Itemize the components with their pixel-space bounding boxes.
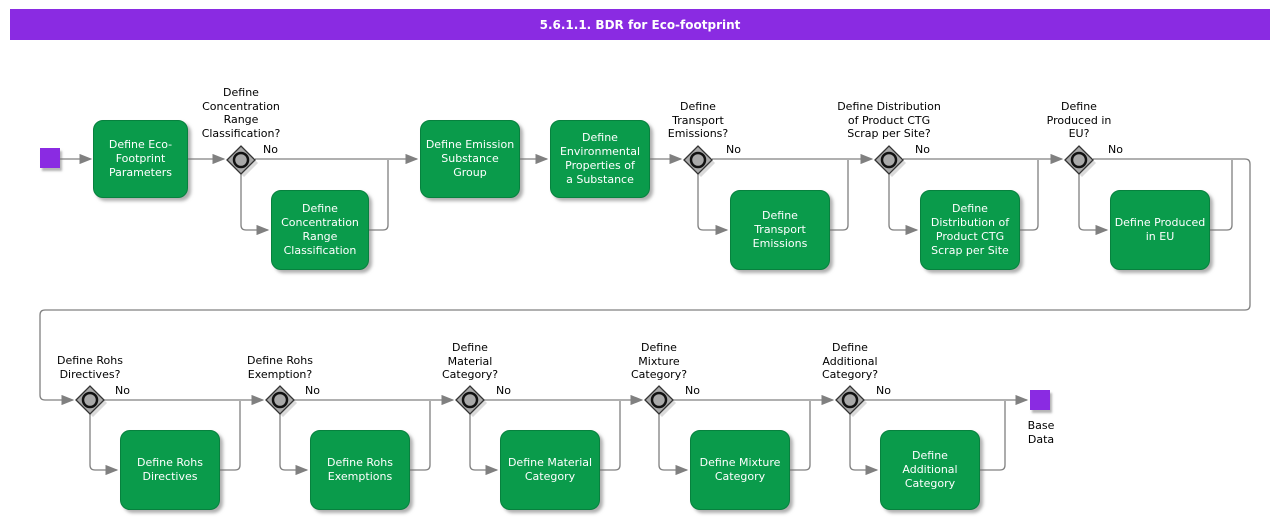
- activity-label: Define Environmental Properties of a Sub…: [559, 131, 641, 186]
- merge-circle-icon: [271, 391, 289, 409]
- edge-q1-yes-branch: [240, 174, 270, 236]
- end-node: [1030, 390, 1050, 410]
- no-branch-label: No: [726, 143, 741, 156]
- no-branch-label: No: [685, 384, 700, 397]
- no-branch-label: No: [263, 143, 278, 156]
- activity-label: Define Additional Category: [902, 449, 958, 490]
- merge-circle-icon: [232, 151, 250, 169]
- decision-produced-in-eu: [1064, 145, 1096, 177]
- activity-label: Define Produced in EU: [1114, 216, 1206, 243]
- no-branch-label: No: [915, 143, 930, 156]
- activity-define-mixture-category: Define Mixture Category: [690, 430, 790, 510]
- activity-label: Define Rohs Directives: [137, 456, 203, 483]
- edge-ctg-merge: [1020, 160, 1039, 231]
- merge-circle-icon: [689, 151, 707, 169]
- diagram-title-bar: 5.6.1.1. BDR for Eco-footprint: [10, 9, 1270, 40]
- edge-q8-yes-branch: [658, 414, 689, 476]
- merge-circle-icon: [81, 391, 99, 409]
- edge-rohsex-merge: [410, 401, 431, 471]
- activity-define-transport-emissions: Define Transport Emissions: [730, 190, 830, 270]
- edge-q7-yes-branch: [469, 414, 499, 476]
- merge-circle-icon: [841, 391, 859, 409]
- edge-produced-merge: [1210, 160, 1233, 231]
- end-node-label: Base Data: [1027, 419, 1055, 446]
- decision-concentration-range: [226, 145, 258, 177]
- decision-additional-category: [835, 385, 867, 417]
- edge-q9-yes-branch: [849, 414, 879, 476]
- merge-circle-icon: [880, 151, 898, 169]
- edge-q6-yes-branch: [279, 414, 309, 476]
- activity-label: Define Distribution of Product CTG Scrap…: [930, 202, 1010, 257]
- edge-q3-yes-branch: [888, 174, 919, 236]
- activity-define-environmental-properties: Define Environmental Properties of a Sub…: [550, 120, 650, 198]
- decision-question-distribution-ctg: Define Distribution of Product CTG Scrap…: [837, 100, 941, 140]
- edge-q5-yes-branch: [89, 414, 119, 476]
- no-branch-label: No: [305, 384, 320, 397]
- edge-rohsdir-merge: [220, 401, 241, 471]
- edge-conc-merge: [369, 160, 389, 231]
- decision-question-produced-in-eu: Define Produced in EU?: [1046, 100, 1112, 140]
- start-node: [40, 148, 60, 168]
- edge-material-merge: [600, 401, 621, 471]
- activity-label: Define Concentration Range Classificatio…: [281, 202, 359, 257]
- decision-question-additional-category: Define Additional Category?: [821, 341, 879, 381]
- decision-question-rohs-exemption: Define Rohs Exemption?: [247, 354, 313, 381]
- edge-q2-yes-branch: [697, 174, 729, 236]
- decision-question-transport-emissions: Define Transport Emissions?: [667, 100, 729, 140]
- decision-question-material-category: Define Material Category?: [441, 341, 499, 381]
- activity-label: Define Material Category: [507, 456, 593, 483]
- edge-mixture-merge: [790, 401, 811, 471]
- activity-define-rohs-exemptions: Define Rohs Exemptions: [310, 430, 410, 510]
- decision-rohs-exemption: [265, 385, 297, 417]
- decision-transport-emissions: [683, 145, 715, 177]
- no-branch-label: No: [876, 384, 891, 397]
- diagram-title: 5.6.1.1. BDR for Eco-footprint: [539, 17, 741, 32]
- edge-transport-merge: [830, 160, 849, 231]
- merge-circle-icon: [650, 391, 668, 409]
- activity-define-produced-in-eu: Define Produced in EU: [1110, 190, 1210, 270]
- activity-define-material-category: Define Material Category: [500, 430, 600, 510]
- edge-q4-yes-branch: [1078, 174, 1109, 236]
- decision-mixture-category: [644, 385, 676, 417]
- activity-define-emission-substance-group: Define Emission Substance Group: [420, 120, 520, 198]
- edge-row-wrap-to-q5: [39, 158, 1251, 406]
- merge-circle-icon: [1070, 151, 1088, 169]
- activity-label: Define Mixture Category: [699, 456, 781, 483]
- no-branch-label: No: [115, 384, 130, 397]
- decision-question-mixture-category: Define Mixture Category?: [630, 341, 688, 381]
- decision-distribution-ctg: [874, 145, 906, 177]
- decision-material-category: [455, 385, 487, 417]
- decision-question-rohs-directives: Define Rohs Directives?: [57, 354, 123, 381]
- merge-circle-icon: [461, 391, 479, 409]
- activity-define-eco-footprint-parameters: Define Eco- Footprint Parameters: [93, 120, 188, 198]
- activity-label: Define Transport Emissions: [752, 209, 808, 250]
- activity-label: Define Rohs Exemptions: [327, 456, 393, 483]
- no-branch-label: No: [496, 384, 511, 397]
- no-branch-label: No: [1108, 143, 1123, 156]
- activity-define-rohs-directives: Define Rohs Directives: [120, 430, 220, 510]
- decision-rohs-directives: [75, 385, 107, 417]
- activity-define-concentration-range-classification: Define Concentration Range Classificatio…: [271, 190, 369, 270]
- decision-question-concentration-range: Define Concentration Range Classificatio…: [201, 86, 281, 140]
- activity-define-additional-category: Define Additional Category: [880, 430, 980, 510]
- activity-label: Define Eco- Footprint Parameters: [108, 138, 173, 179]
- activity-label: Define Emission Substance Group: [425, 138, 515, 179]
- activity-define-distribution-product-ctg-scrap: Define Distribution of Product CTG Scrap…: [920, 190, 1020, 270]
- edge-additional-merge: [980, 401, 1006, 471]
